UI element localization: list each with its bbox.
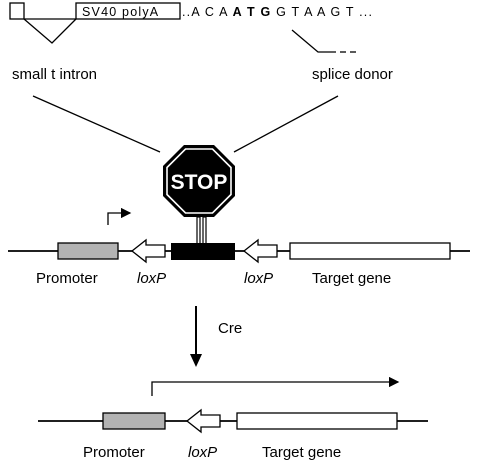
small-t-exon-box (9, 2, 25, 20)
loxp-label-after: loxP (188, 444, 217, 461)
sv40-polya-box (75, 2, 181, 20)
promoter-label-after: Promoter (83, 444, 145, 461)
splice-donor-pointer (291, 29, 336, 53)
small-t-intron-splice (23, 18, 77, 44)
zoom-line-left (32, 95, 161, 153)
sequence-suffix: G T A A G T ... (271, 5, 373, 19)
atg-codon: A T G (233, 5, 272, 19)
loxp-left-label: loxP (137, 270, 166, 287)
cre-arrow-head-icon (190, 354, 202, 367)
promoter-box-after (102, 412, 166, 430)
zoom-line-right (233, 95, 339, 153)
splice-donor-label: splice donor (312, 66, 393, 83)
promoter-label-before: Promoter (36, 270, 98, 287)
loxp-arrow-after-icon (185, 408, 221, 434)
stop-sign-post-left (196, 216, 201, 246)
stop-sign-border (166, 148, 232, 214)
splice-sequence: ..A C A A T G G T A A G T ... (182, 5, 373, 19)
stop-cassette-box (171, 243, 235, 260)
target-gene-box-after (236, 412, 398, 430)
stop-sign-text: STOP (171, 171, 228, 194)
loxp-right-arrow-icon (242, 238, 278, 264)
target-gene-box-before (289, 242, 451, 260)
sv40-polya-label: SV40 polyA (82, 5, 159, 19)
sequence-prefix: ..A C A (182, 5, 233, 19)
transcript-arrow-icon (151, 376, 400, 396)
stop-sign-post-right (202, 216, 207, 246)
small-t-intron-label: small t intron (12, 66, 97, 83)
loxp-right-label: loxP (244, 270, 273, 287)
loxp-left-arrow-icon (130, 238, 166, 264)
target-gene-label-before: Target gene (312, 270, 391, 287)
target-gene-label-after: Target gene (262, 444, 341, 461)
transcription-start-arrow-icon (107, 207, 132, 225)
promoter-box-before (57, 242, 119, 260)
stop-sign-icon (163, 145, 235, 217)
cre-label: Cre (218, 320, 242, 337)
